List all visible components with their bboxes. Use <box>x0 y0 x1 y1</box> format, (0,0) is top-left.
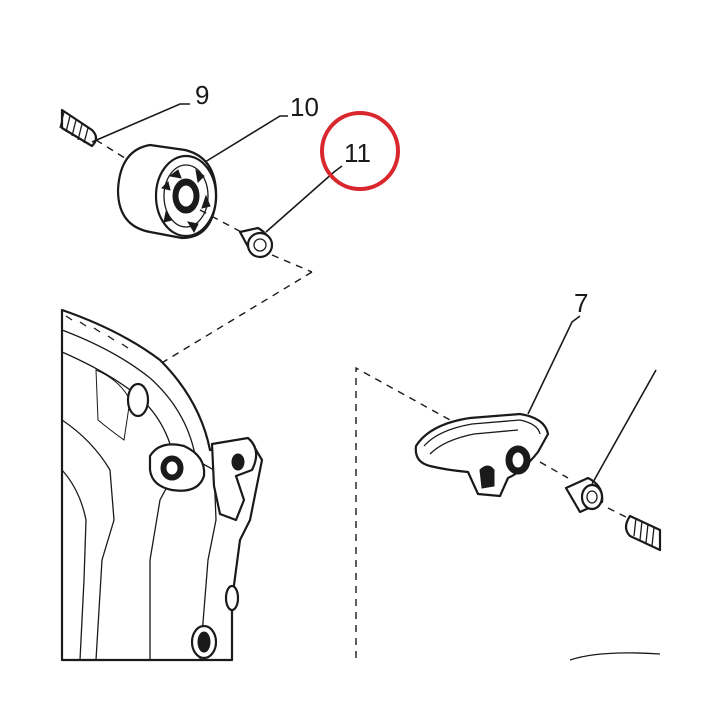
callout-10: 10 <box>290 92 319 122</box>
leader-line-9 <box>91 103 190 143</box>
leader-line-11 <box>265 165 343 233</box>
highlight-circle-11 <box>320 111 400 191</box>
bolt-right[interactable] <box>624 514 662 552</box>
leader-line-right <box>591 369 657 485</box>
assembly-path-sleeve <box>539 461 569 479</box>
part-11-sleeve[interactable] <box>238 226 313 273</box>
part-9-bolt[interactable] <box>59 108 129 161</box>
callout-11: 11 <box>344 138 371 168</box>
assembly-path-bolt-right <box>607 507 629 519</box>
leader-line-10 <box>204 115 288 163</box>
callout-7: 7 <box>574 288 588 318</box>
frame-housing <box>60 308 264 662</box>
sleeve-right[interactable] <box>564 476 604 514</box>
leader-line-7 <box>527 315 581 415</box>
part-7-bracket[interactable] <box>414 412 550 498</box>
part-10-roller[interactable] <box>116 143 246 240</box>
partial-part-bottom-right <box>569 652 661 661</box>
assembly-path-right <box>355 366 451 658</box>
callout-9: 9 <box>195 80 209 110</box>
